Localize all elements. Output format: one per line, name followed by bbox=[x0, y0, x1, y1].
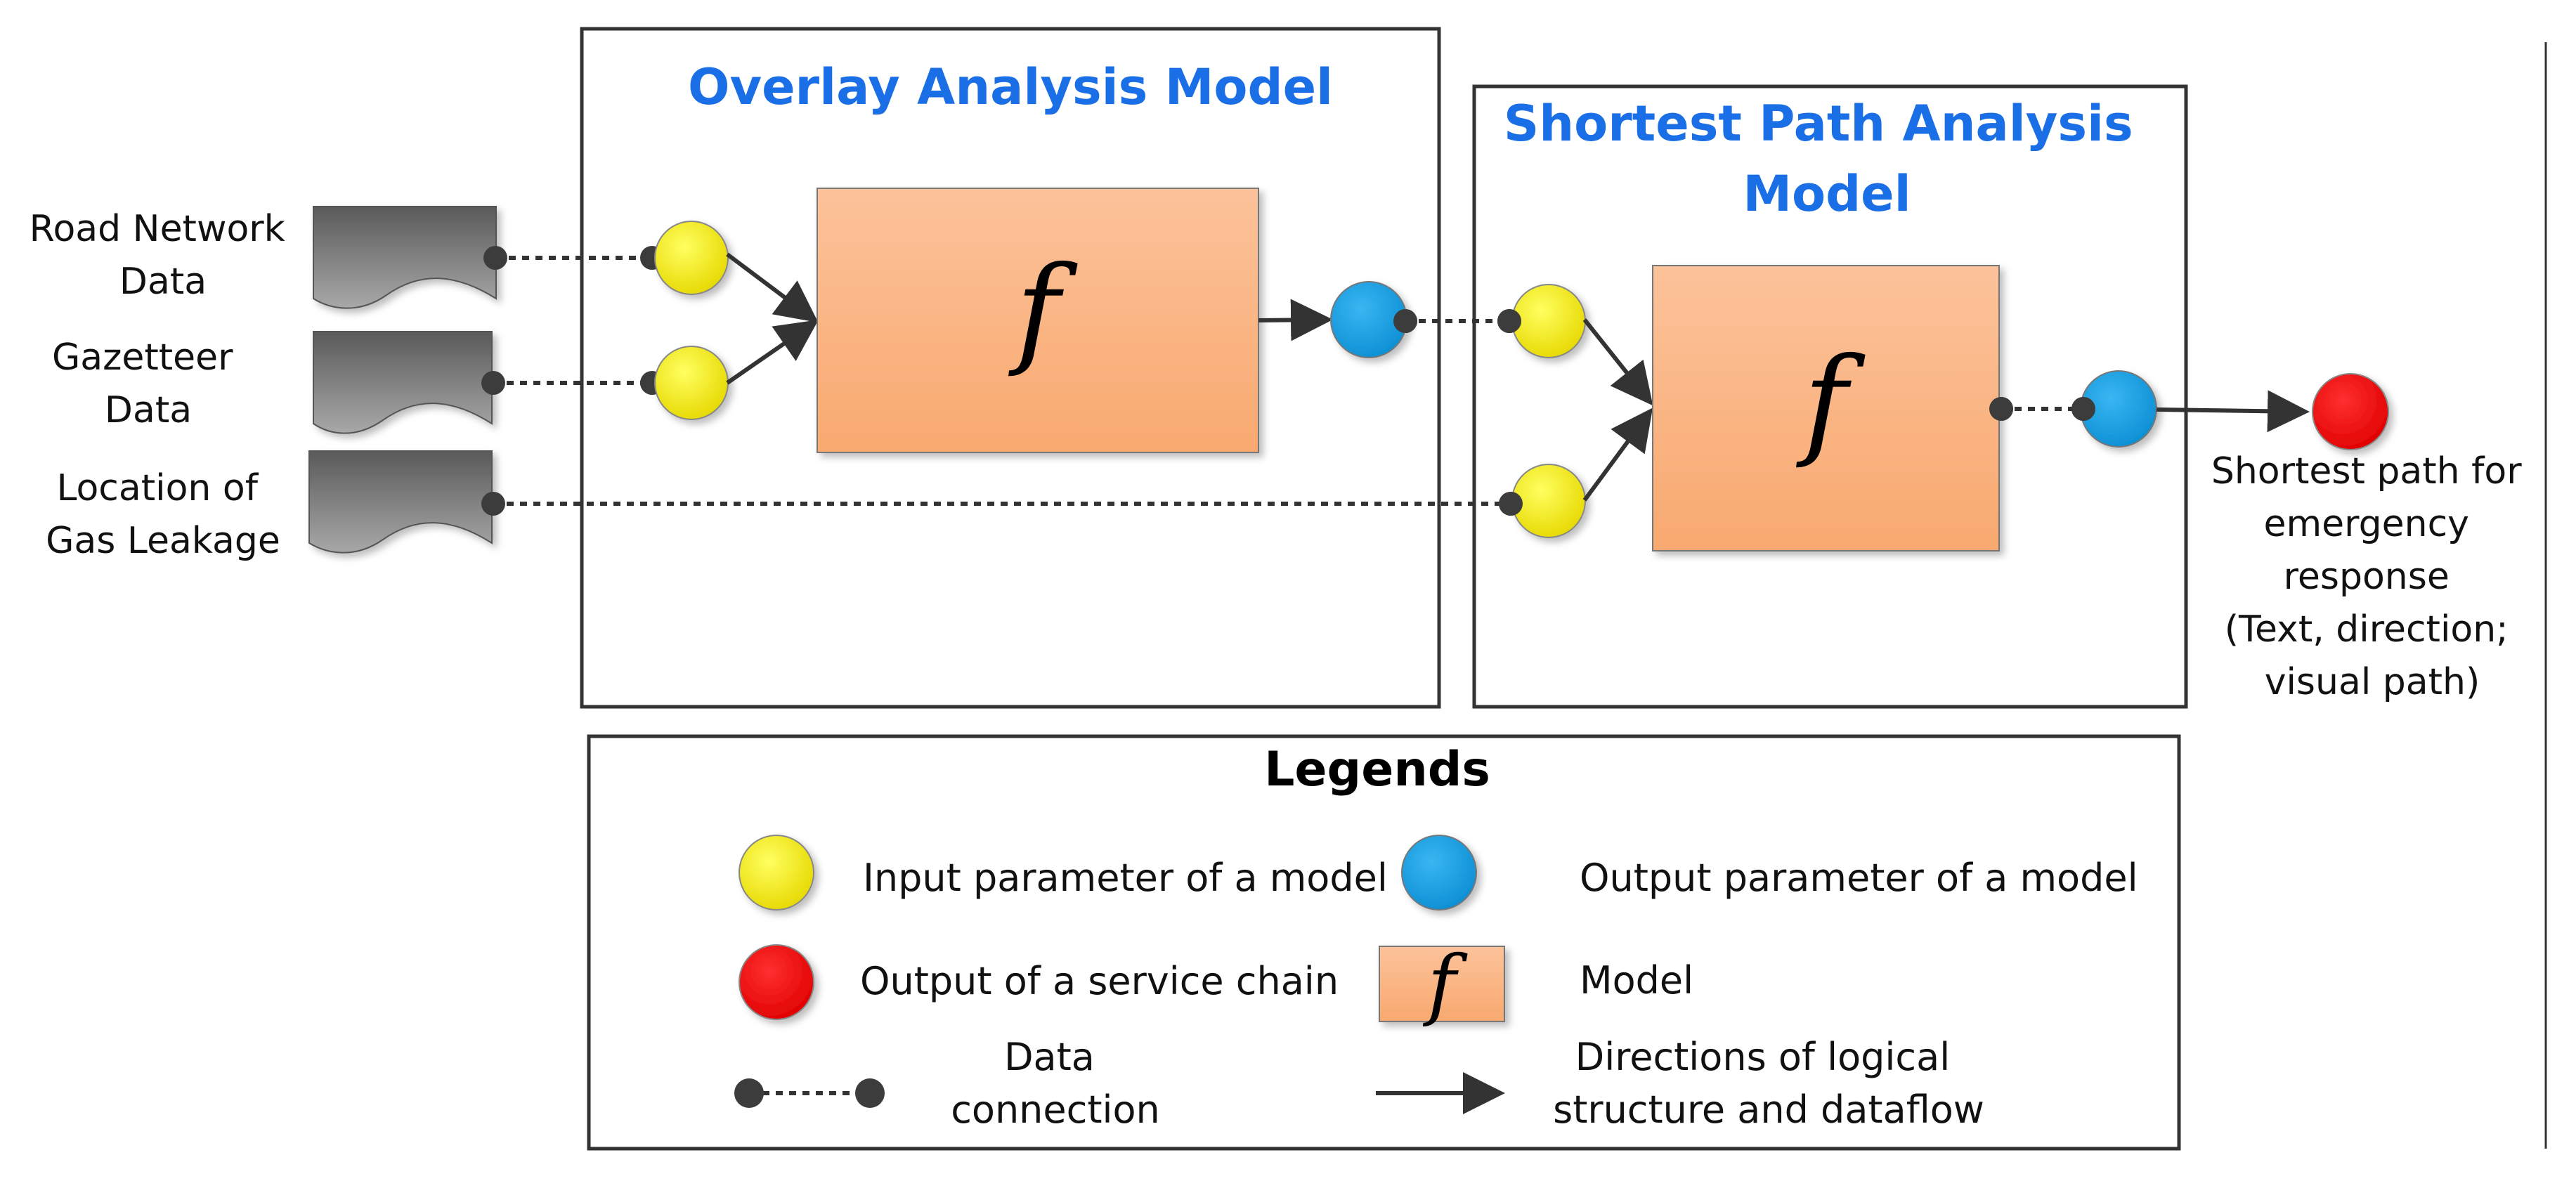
overlay-flow-arrow-1 bbox=[726, 252, 819, 323]
shortest-flow-arrow-2 bbox=[1582, 407, 1653, 502]
legend-model-label: Model bbox=[1580, 958, 1693, 1003]
legend-data-connection-dot-left bbox=[734, 1078, 764, 1108]
gazetteer-data-doc-icon bbox=[313, 331, 493, 434]
shortest-path-model-box bbox=[1472, 84, 2188, 709]
legend-title: Legends bbox=[1264, 742, 1490, 797]
overlay-output-dot bbox=[1393, 309, 1417, 333]
overlay-model-title: Overlay Analysis Model bbox=[688, 58, 1333, 116]
gas-leakage-data-doc-icon bbox=[308, 450, 493, 554]
gazetteer-data-label: Gazetteer Data bbox=[52, 337, 245, 431]
shortest-input-dot-1 bbox=[1497, 309, 1521, 333]
legend-input-param-icon bbox=[739, 835, 814, 910]
overlay-model-box bbox=[580, 27, 1441, 709]
shortest-path-model-title: Shortest Path Analysis Model bbox=[1504, 95, 2150, 223]
legend-data-connection-dot-right bbox=[855, 1078, 885, 1108]
service-chain-output bbox=[2312, 373, 2389, 450]
overlay-model-function-box bbox=[817, 188, 1259, 453]
shortest-input-param-1 bbox=[1511, 284, 1586, 358]
road-network-data-doc-icon bbox=[313, 206, 497, 309]
shortest-input-dot-2 bbox=[1499, 492, 1523, 516]
overlay-input-param-1 bbox=[654, 221, 729, 295]
legend-output-param-icon bbox=[1401, 835, 1477, 910]
legend-box bbox=[587, 734, 2181, 1151]
legend-data-connection-label: Data connection bbox=[951, 1035, 1160, 1132]
legend-direction-label: Directions of logical structure and data… bbox=[1553, 1035, 1984, 1132]
final-output-arrow bbox=[2156, 390, 2310, 433]
legend-chain-output-label: Output of a service chain bbox=[860, 959, 1339, 1003]
data-connections bbox=[493, 256, 2083, 506]
overlay-input-param-2 bbox=[654, 346, 729, 420]
shortest-input-param-2 bbox=[1511, 464, 1586, 538]
gas-leakage-label: Location of Gas Leakage bbox=[46, 467, 280, 562]
road-network-data-label: Road Network Data bbox=[30, 208, 297, 303]
legend-chain-output-icon bbox=[739, 944, 814, 1020]
shortest-flow-arrow-1 bbox=[1582, 318, 1653, 406]
overlay-flow-arrow-2 bbox=[726, 320, 819, 385]
legend-output-param-label: Output parameter of a model bbox=[1580, 856, 2138, 900]
shortest-output-dot bbox=[2071, 397, 2095, 421]
shortest-model-out-dot bbox=[1989, 397, 2013, 421]
legend-model-icon bbox=[1379, 946, 1505, 1022]
legend-input-param-label: Input parameter of a model bbox=[863, 856, 1388, 900]
final-output-label: Shortest path for emergency response (Te… bbox=[2211, 450, 2533, 703]
shortest-model-function-box bbox=[1652, 265, 2000, 551]
